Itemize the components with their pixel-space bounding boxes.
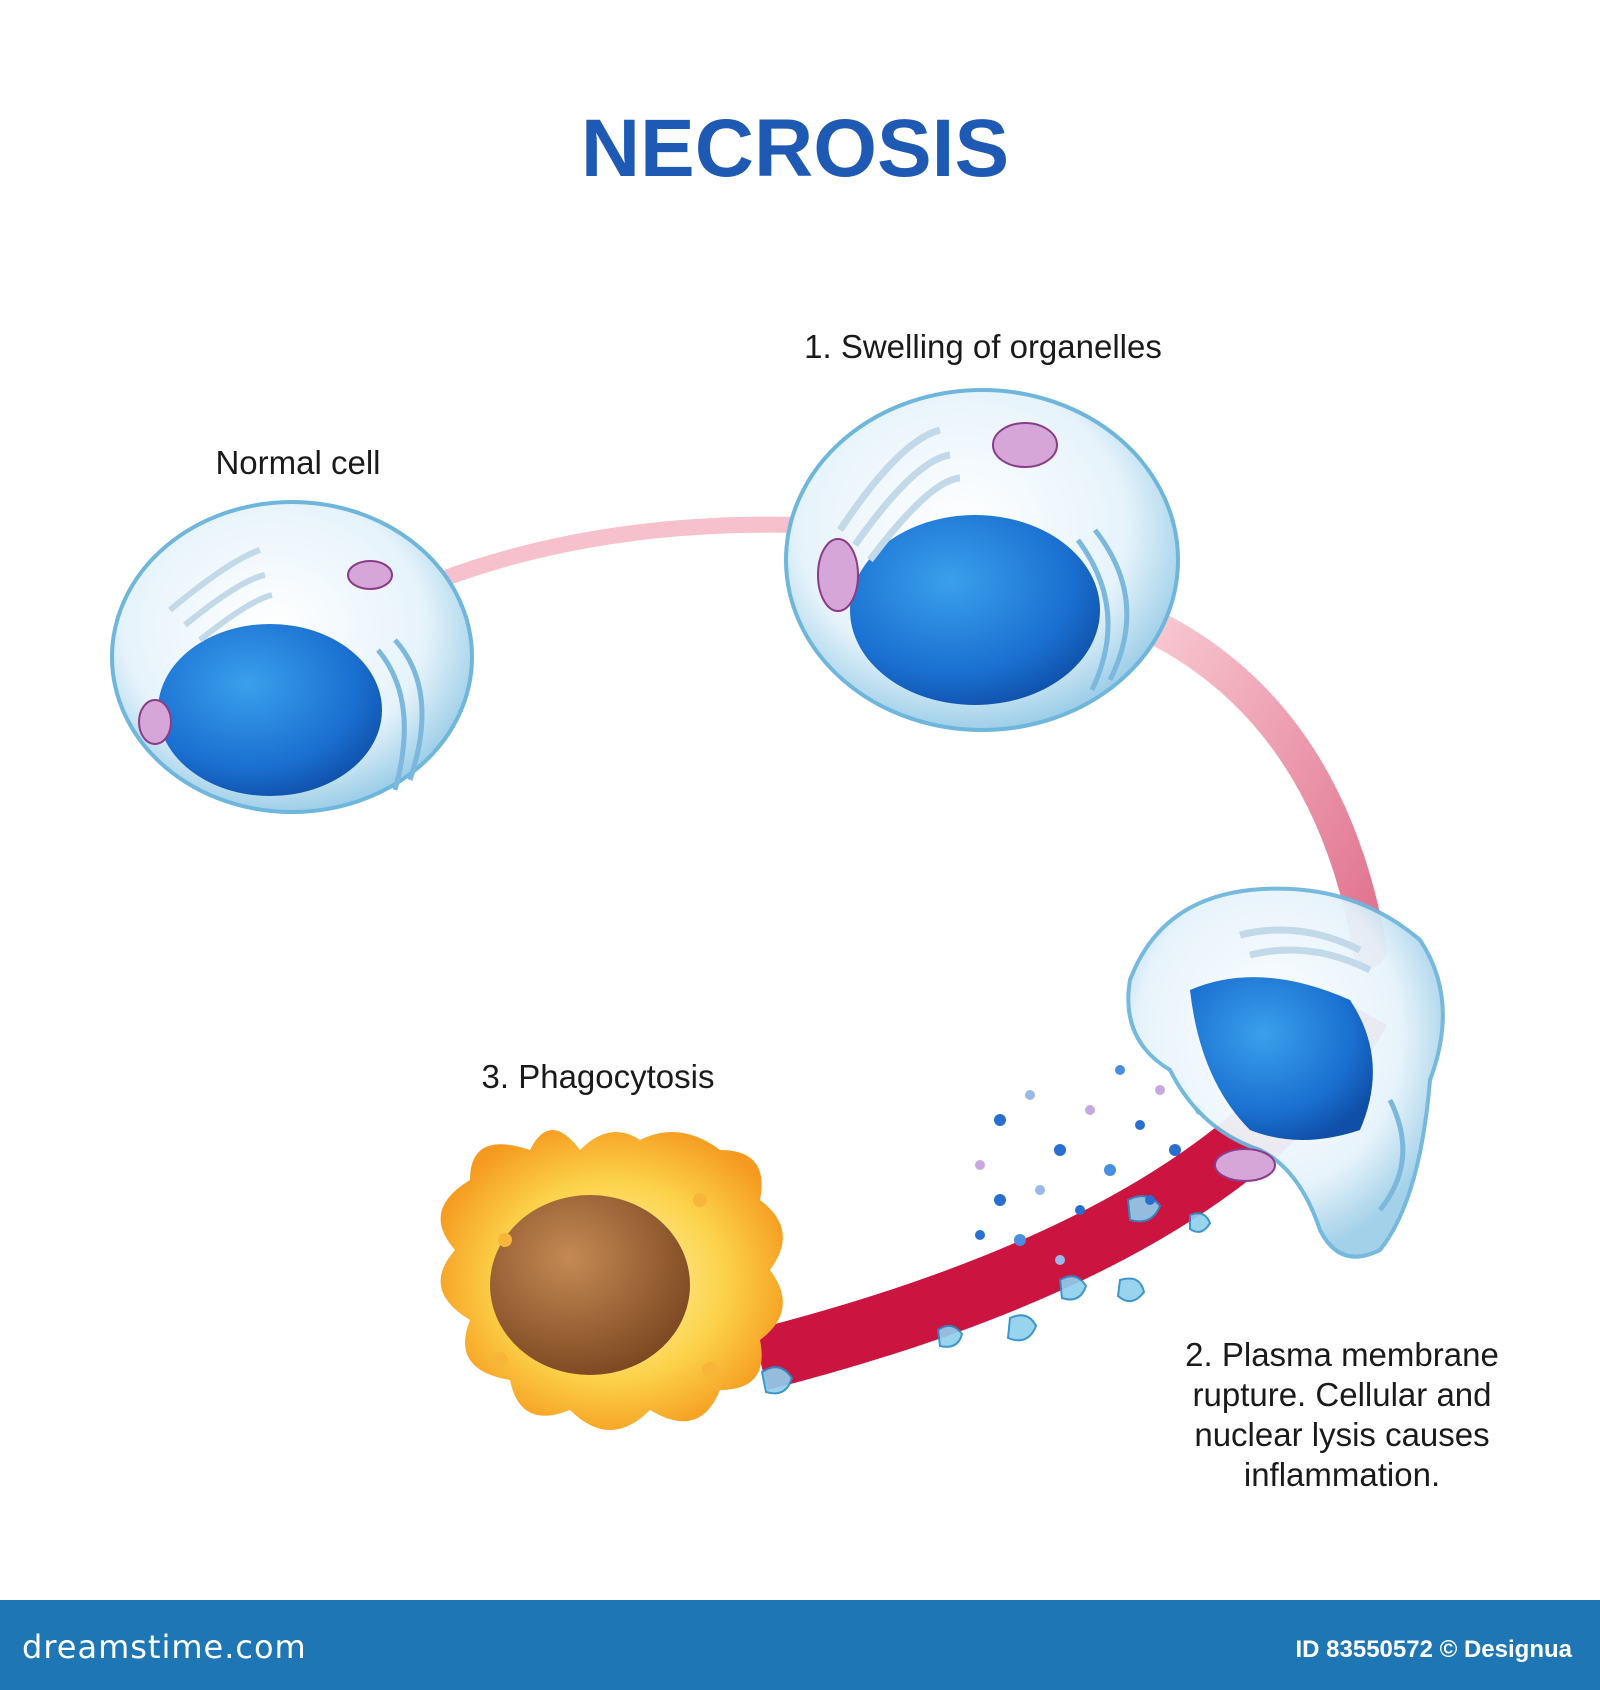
label-rupture-line-3: nuclear lysis causes <box>1194 1416 1489 1453</box>
diagram-title: NECROSIS <box>581 103 1009 194</box>
cell-debris <box>760 1195 1212 1395</box>
ruptured-cell <box>1126 886 1445 1259</box>
label-rupture-line-1: 2. Plasma membrane <box>1185 1336 1499 1373</box>
swelling-cell <box>784 388 1180 732</box>
footer-credit: ID 83550572 © Designua <box>1295 1636 1573 1663</box>
label-rupture-line-2: rupture. Cellular and <box>1193 1376 1492 1413</box>
path-swelling-to-rupture <box>1143 613 1387 967</box>
label-rupture-line-4: inflammation. <box>1244 1456 1440 1493</box>
phagocyte <box>440 1130 783 1430</box>
label-normal-cell: Normal cell <box>215 444 380 481</box>
label-phagocytosis: 3. Phagocytosis <box>482 1058 715 1095</box>
released-particles <box>975 1065 1205 1265</box>
path-normal-to-swelling <box>432 516 808 588</box>
footer-bar <box>0 1600 1600 1690</box>
footer-brand[interactable]: dreamstime.com <box>22 1628 307 1666</box>
label-swelling: 1. Swelling of organelles <box>804 328 1162 365</box>
normal-cell <box>110 500 474 814</box>
